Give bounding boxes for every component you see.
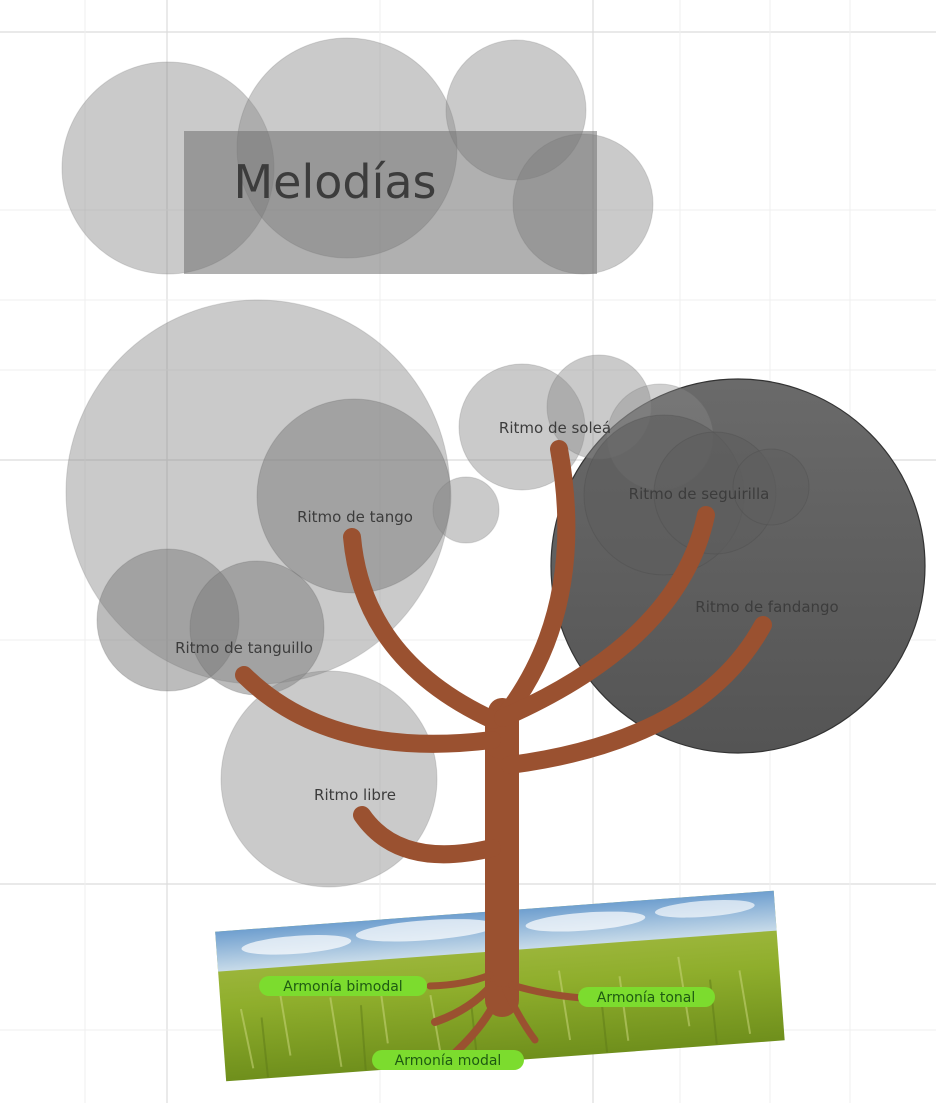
label-tango: Ritmo de tango [297,508,413,526]
label-tonal: Armonía tonal [597,990,695,1006]
tree [235,440,772,1057]
melodias-title-group: Melodías [61,37,654,275]
pill-bimodal [259,976,427,996]
root [508,981,586,1002]
root [502,986,539,1044]
bubble-seguirilla [732,448,810,526]
harmony-labels: Armonía bimodal Armonía tonal Armonía mo… [259,976,715,1070]
rhythm-labels: Ritmo de soleá Ritmo de tango Ritmo de s… [175,419,839,804]
branch-fandango [501,616,772,774]
bubble-tango [256,398,452,594]
root [451,986,504,1057]
branch-tanguillo [235,666,501,753]
rhythm-bubbles [65,299,926,888]
bubble-small [432,476,500,544]
pill-tonal [578,987,715,1007]
label-fandango: Ritmo de fandango [695,598,838,616]
label-solea: Ritmo de soleá [499,419,611,437]
label-libre: Ritmo libre [314,786,396,804]
label-seguirilla: Ritmo de seguirilla [629,485,770,503]
label-tanguillo: Ritmo de tanguillo [175,639,313,657]
label-modal: Armonía modal [395,1053,502,1069]
root [431,981,496,1026]
branch-tango [343,528,502,729]
branch-libre [353,806,501,864]
page-title: Melodías [233,155,436,209]
branch-seguirilla [494,506,715,727]
root [426,971,494,990]
branch-solea [494,440,576,727]
label-bimodal: Armonía bimodal [283,979,402,995]
title-banner [184,131,597,274]
pill-modal [372,1050,524,1070]
